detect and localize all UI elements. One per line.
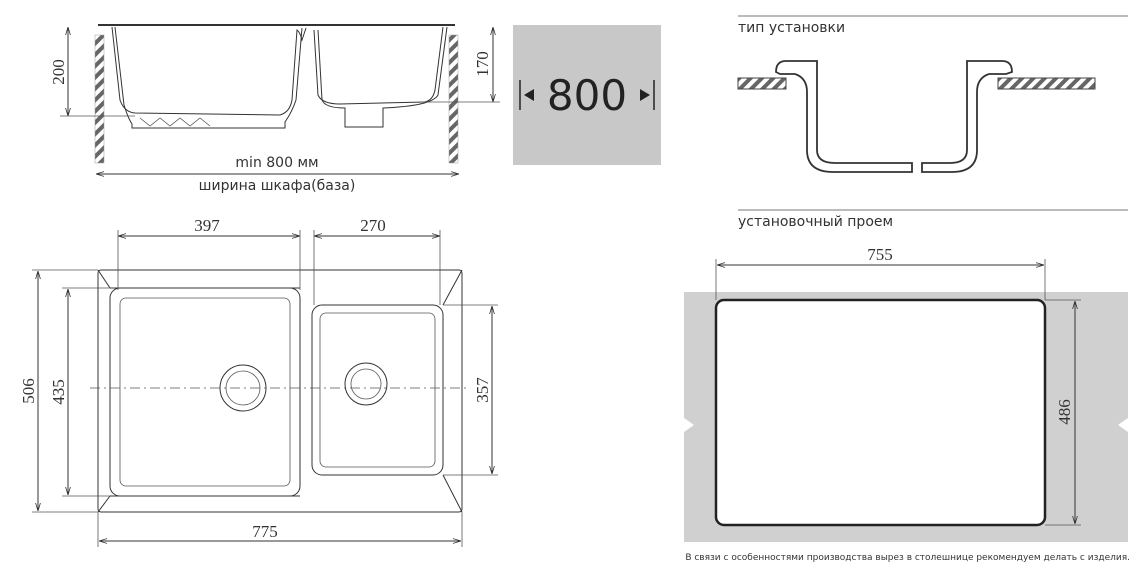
overall-width-label: 775 [252,522,278,541]
install-type-section: тип установки [737,15,1128,173]
left-bowl-depth-label: 435 [49,379,68,405]
height-bowl-label: 170 [473,51,492,77]
cabinet-size-value: 800 [547,71,627,120]
cabinet-size-badge: 800 [513,25,661,165]
install-type-title: тип установки [738,20,845,36]
top-view: 397 270 506 435 357 775 [19,216,498,547]
footnote: В связи с особенностями производства выр… [685,553,1130,563]
cutout-depth-label: 486 [1055,399,1074,425]
countertop-left [737,77,787,90]
cutout-opening [714,298,1047,527]
min-width-label: min 800 мм [235,155,318,171]
sink-profile-right [921,60,1013,173]
overall-depth-label: 506 [19,378,38,404]
right-bowl-profile [313,26,444,105]
height-total-label: 200 [49,59,68,85]
right-drain-icon [344,362,388,406]
cutout-title: установочный проем [738,214,893,230]
cabinet-width-label: ширина шкафа(база) [199,178,356,194]
right-bowl [311,304,444,476]
sink-outline [97,269,463,513]
left-bowl-profile [111,26,307,116]
arrow-right-icon [640,89,650,101]
cabinet-wall-right [448,34,459,164]
left-bowl-width-label: 397 [194,216,220,235]
countertop-right [997,77,1096,90]
cabinet-wall-left [94,34,105,164]
arrow-left-icon [524,89,534,101]
side-view: 200 170 min 800 мм ширина шкафа(база) [49,24,500,194]
right-bowl-width-label: 270 [360,216,386,235]
sink-profile-left [775,60,913,173]
cutout-width-label: 755 [867,245,893,264]
right-bowl-depth-label: 357 [473,377,492,403]
left-bowl [109,287,301,497]
cutout-section: установочный проем 755 486 [684,209,1128,542]
